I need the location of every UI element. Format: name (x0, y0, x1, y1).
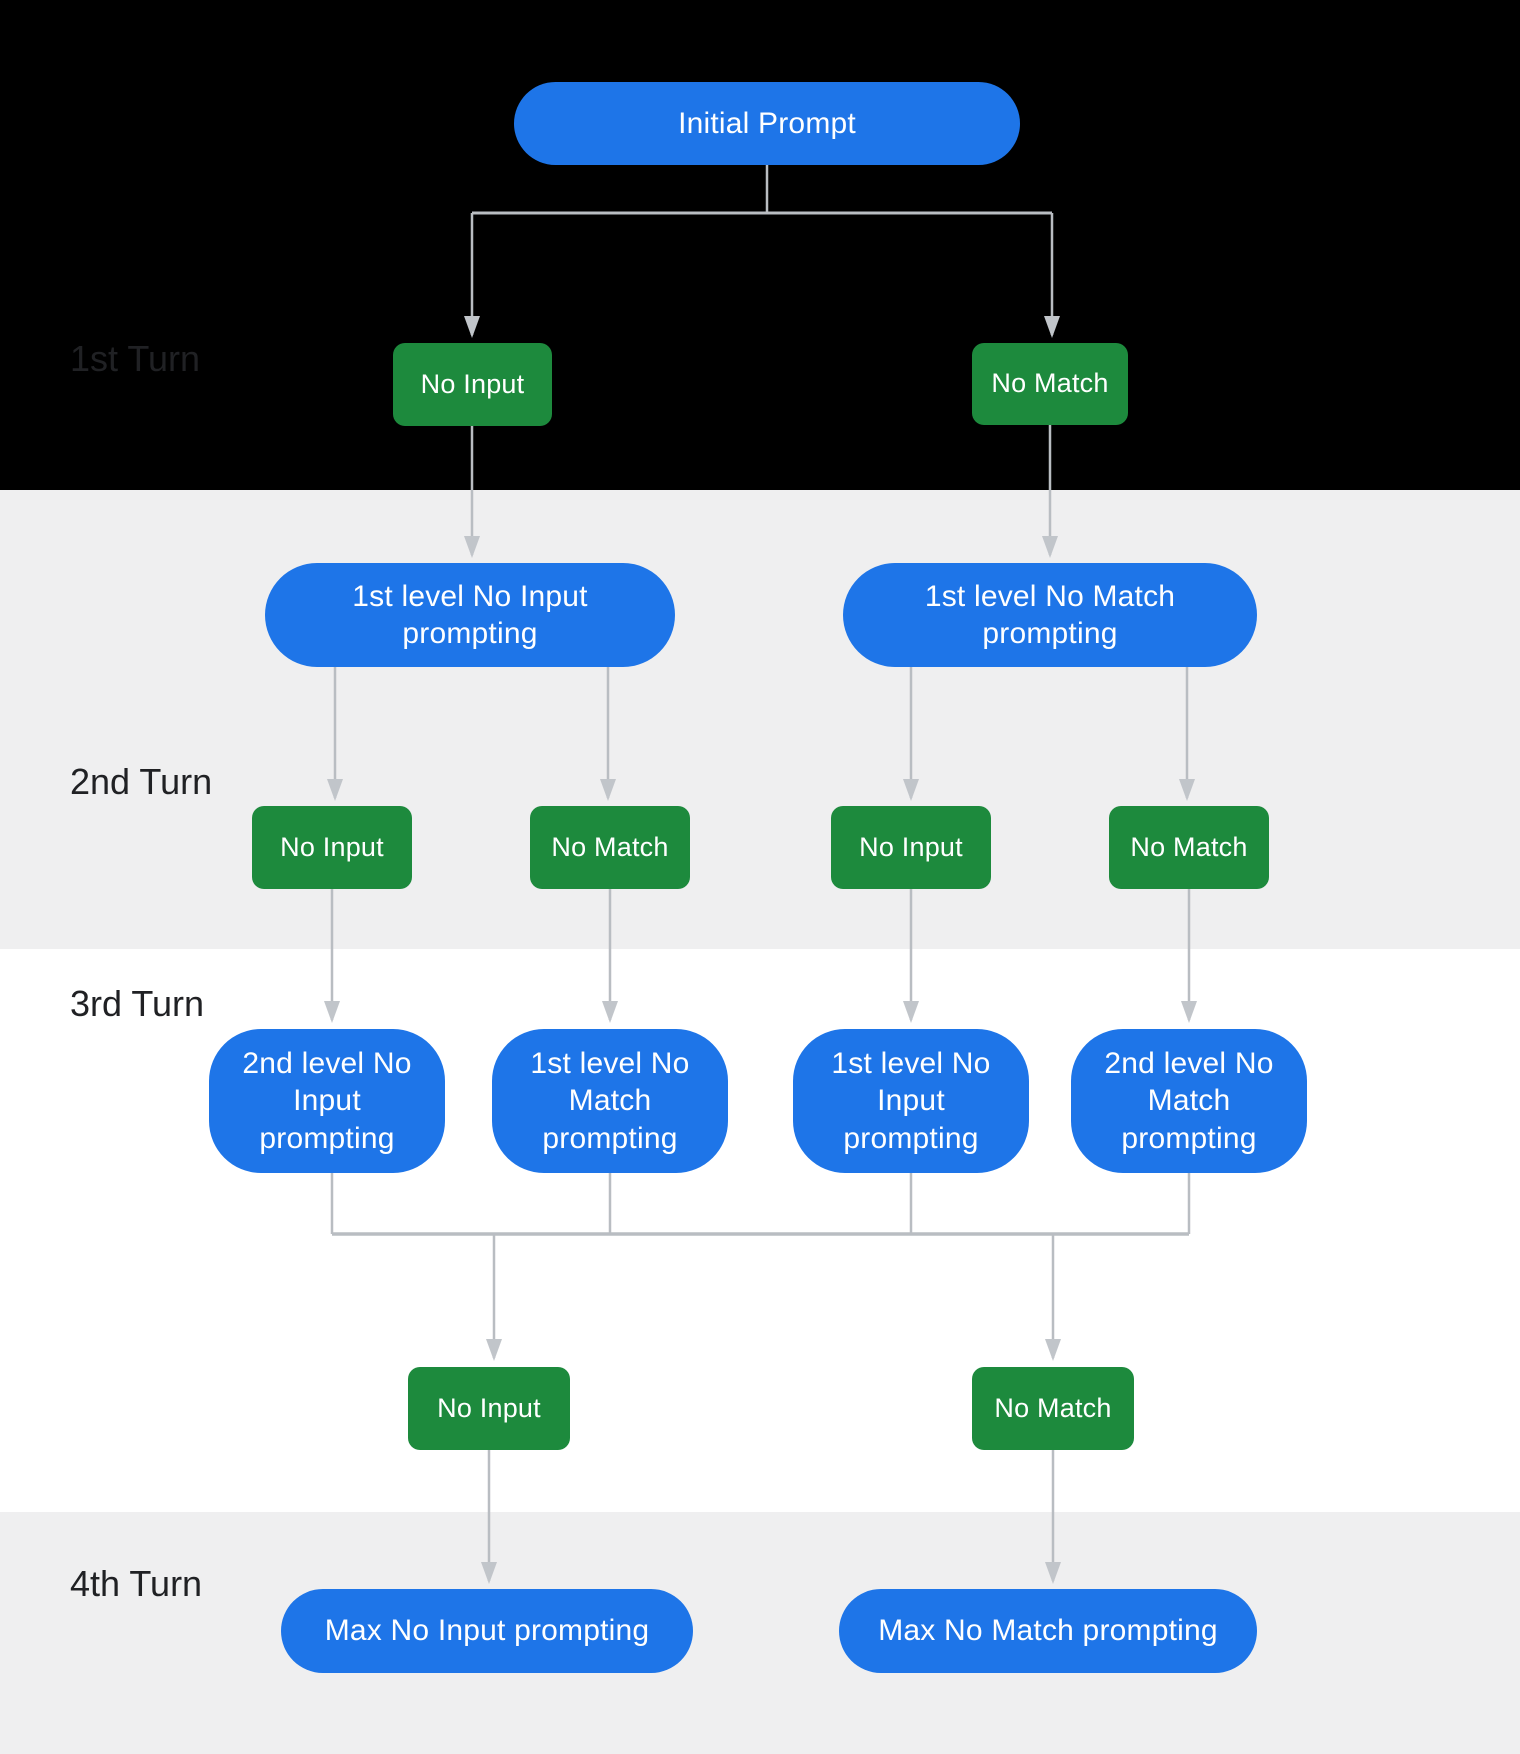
badge-turn1-no-match: No Match (972, 343, 1128, 425)
badge-turn3-no-input: No Input (408, 1367, 570, 1450)
turn-label-4: 4th Turn (70, 1563, 203, 1604)
turn-label-3: 3rd Turn (70, 983, 205, 1024)
band-turn4-background (0, 1512, 1520, 1754)
pill-1st-level-no-input-prompting: 1st level No Input prompting (265, 563, 675, 667)
pill-max-no-match-prompting: Max No Match prompting (839, 1589, 1257, 1673)
badge-turn2-no-input-right: No Input (831, 806, 991, 889)
turn-label-1: 1st Turn (70, 338, 201, 379)
pill-1st-level-no-input-prompting-mid: 1st level No Input prompting (793, 1029, 1029, 1173)
turn-label-2: 2nd Turn (70, 761, 213, 802)
badge-turn2-no-match-right: No Match (1109, 806, 1269, 889)
badge-turn3-no-match: No Match (972, 1367, 1134, 1450)
pill-1st-level-no-match-prompting-mid: 1st level No Match prompting (492, 1029, 728, 1173)
badge-turn2-no-match-left: No Match (530, 806, 690, 889)
badge-turn1-no-input: No Input (393, 343, 552, 426)
pill-2nd-level-no-match-prompting: 2nd level No Match prompting (1071, 1029, 1307, 1173)
badge-turn2-no-input-left: No Input (252, 806, 412, 889)
pill-1st-level-no-match-prompting: 1st level No Match prompting (843, 563, 1257, 667)
band-turn1-background (0, 0, 1520, 490)
pill-max-no-input-prompting: Max No Input prompting (281, 1589, 693, 1673)
pill-2nd-level-no-input-prompting: 2nd level No Input prompting (209, 1029, 445, 1173)
node-initial-prompt: Initial Prompt (514, 82, 1020, 165)
